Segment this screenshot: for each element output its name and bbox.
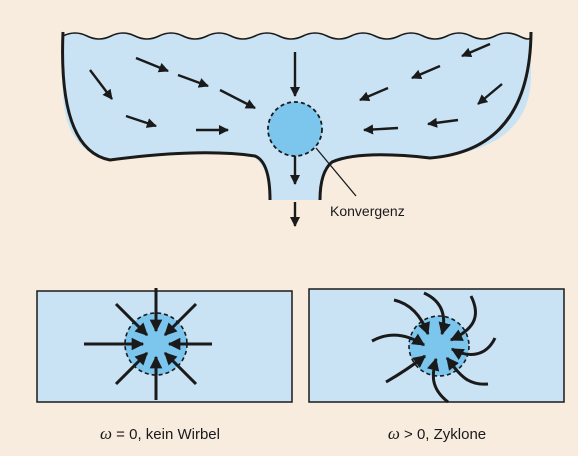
caption-no-vortex: ω = 0, kein Wirbel	[100, 424, 220, 443]
panel-cyclone-center	[409, 316, 469, 376]
convergence-zone	[268, 102, 322, 156]
caption-cyclone-text: > 0, Zyklone	[400, 426, 486, 443]
omega-symbol: ω	[100, 424, 112, 443]
caption-no-vortex-text: = 0, kein Wirbel	[112, 426, 220, 443]
omega-symbol: ω	[388, 424, 400, 443]
basin-group: Konvergenz	[63, 32, 531, 226]
caption-cyclone: ω > 0, Zyklone	[388, 424, 486, 443]
panel-no-vortex: ω = 0, kein Wirbel	[37, 288, 292, 443]
panel-cyclone: ω > 0, Zyklone	[309, 289, 564, 443]
convergence-label: Konvergenz	[330, 203, 405, 219]
